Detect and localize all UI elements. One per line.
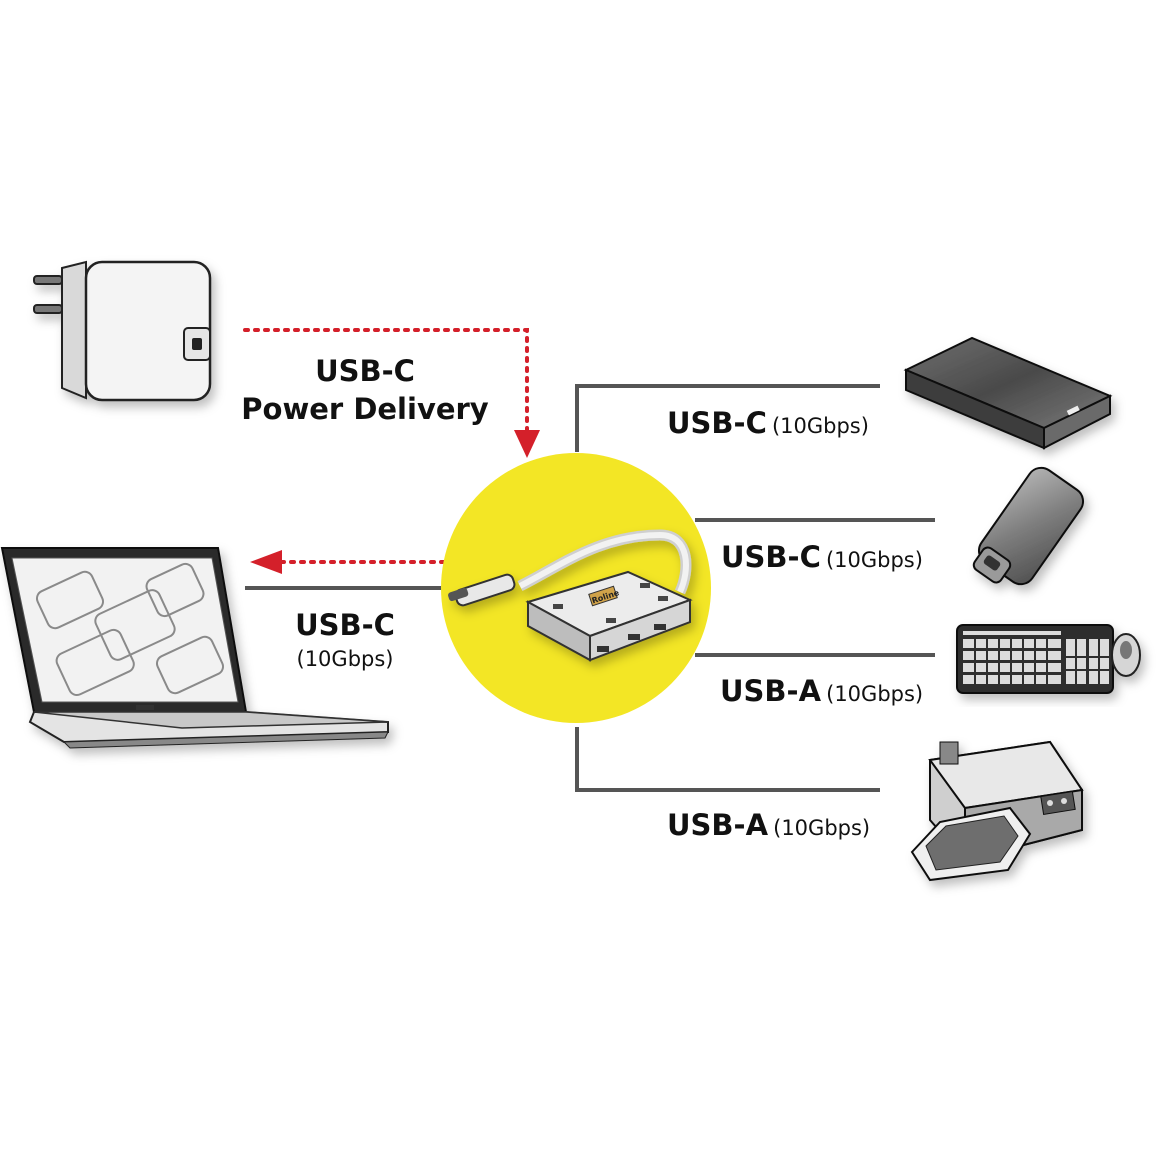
usb-c-hub-icon [448, 529, 693, 662]
usb-c-flash-drive-icon [972, 466, 1085, 586]
keyboard-and-mouse-icon [956, 624, 1141, 694]
printer-icon [910, 740, 1084, 882]
laptop-connection-speed: (10Gbps) [296, 647, 394, 671]
port-label-usb-c-1-name: USB-C [667, 406, 767, 440]
trunk-line [575, 384, 880, 452]
power-delivery-label-line1: USB-C [315, 354, 415, 388]
external-hard-drive-icon [903, 336, 1113, 450]
power-delivery-label: USB-C Power Delivery [240, 352, 490, 428]
laptop-arrow-head [250, 550, 282, 574]
port-label-usb-c-2-name: USB-C [721, 540, 821, 574]
power-delivery-label-line2: Power Delivery [241, 392, 489, 426]
laptop-icon [0, 547, 389, 749]
power-adapter-icon [33, 260, 212, 402]
port-label-usb-a-2: USB-A (10Gbps) [667, 808, 870, 842]
port-label-usb-a-1-name: USB-A [720, 674, 822, 708]
laptop-connection-label: USB-C (10Gbps) [260, 606, 430, 674]
port-label-usb-c-1: USB-C (10Gbps) [667, 406, 869, 440]
port-label-usb-a-2-name: USB-A [667, 808, 769, 842]
laptop-connection-name: USB-C [295, 608, 395, 642]
port-label-usb-a-1-speed: (10Gbps) [826, 682, 924, 706]
usb-a-port-line-2 [575, 727, 880, 792]
connector-lines [245, 384, 935, 792]
port-label-usb-a-1: USB-A (10Gbps) [720, 674, 923, 708]
port-label-usb-c-2: USB-C (10Gbps) [721, 540, 923, 574]
port-label-usb-a-2-speed: (10Gbps) [773, 816, 871, 840]
power-arrow-head [514, 430, 540, 458]
power-delivery-path [243, 328, 529, 432]
port-label-usb-c-1-speed: (10Gbps) [771, 414, 869, 438]
port-label-usb-c-2-speed: (10Gbps) [825, 548, 923, 572]
